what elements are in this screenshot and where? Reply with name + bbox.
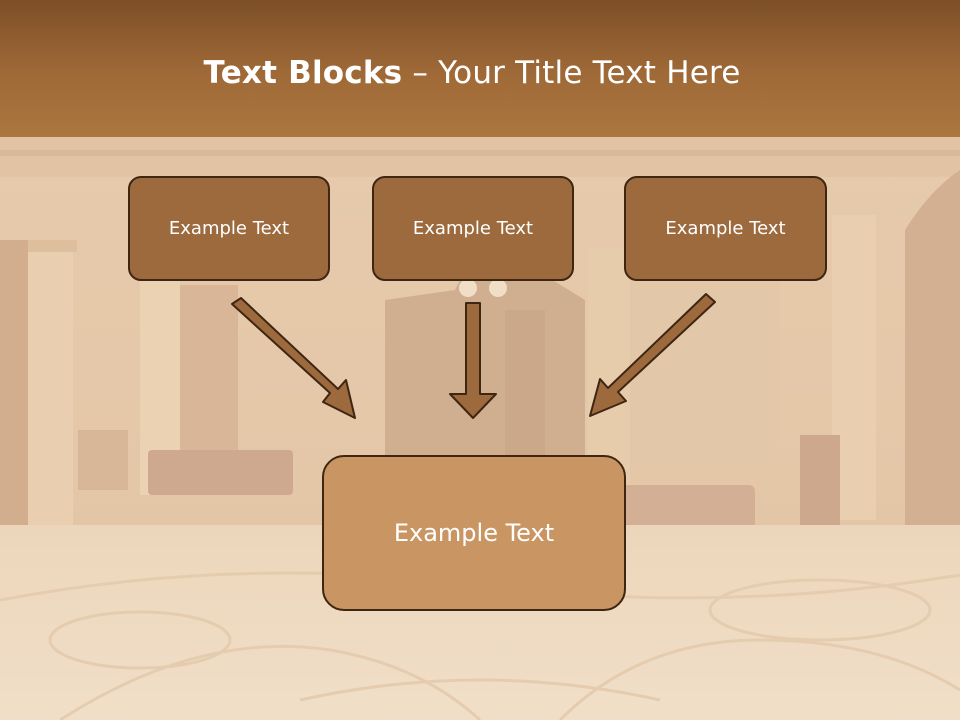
arrow-down-left-icon bbox=[589, 293, 716, 417]
text-block-3[interactable]: Example Text bbox=[624, 176, 827, 281]
title-dash: – bbox=[402, 55, 439, 91]
arrow-down-right-icon bbox=[231, 297, 356, 419]
text-block-1-label: Example Text bbox=[168, 218, 290, 239]
title-rest-text: Your Title Text Here bbox=[438, 55, 741, 91]
title-bar: Text Blocks – Your Title Text Here bbox=[0, 0, 960, 137]
text-block-3-label: Example Text bbox=[665, 218, 786, 239]
target-text-block[interactable]: Example Text bbox=[322, 455, 626, 611]
text-block-2-label: Example Text bbox=[412, 218, 534, 239]
arrow-down-icon bbox=[449, 302, 497, 419]
title-bold-text: Text Blocks bbox=[203, 55, 403, 91]
text-block-1[interactable]: Example Text bbox=[128, 176, 330, 281]
target-text-block-label: Example Text bbox=[393, 519, 555, 547]
text-block-2[interactable]: Example Text bbox=[372, 176, 574, 281]
slide-title: Text Blocks – Your Title Text Here bbox=[0, 55, 944, 91]
